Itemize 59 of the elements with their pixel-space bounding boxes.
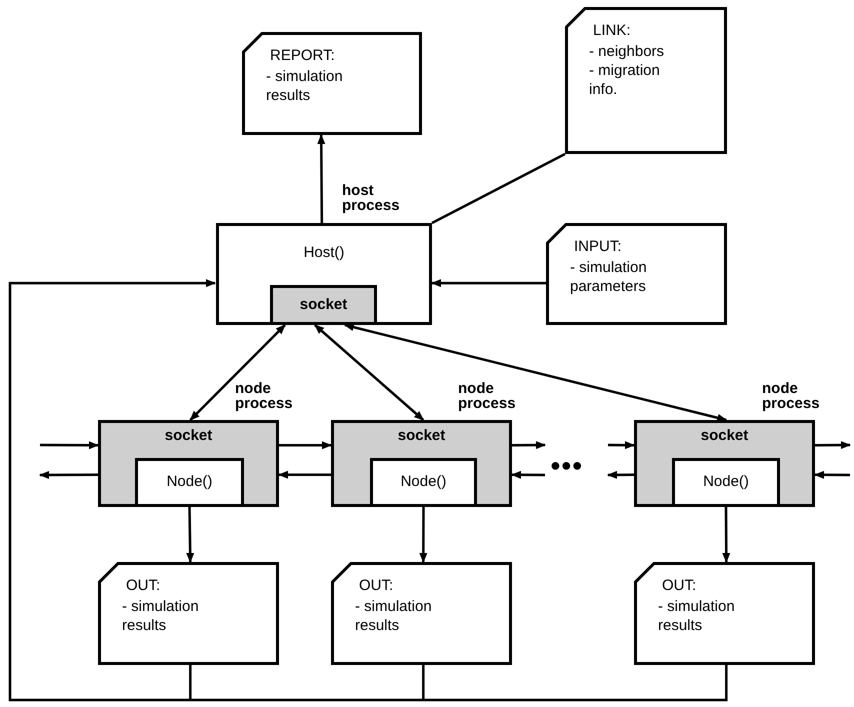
- note-heading: INPUT:: [574, 237, 623, 256]
- process-box: [672, 458, 780, 507]
- arrow: [512, 441, 546, 450]
- note-heading: OUT:: [662, 576, 698, 595]
- note-text: - simulation results: [266, 67, 344, 105]
- arrow: [722, 507, 730, 563]
- note-heading: OUT:: [359, 576, 394, 595]
- arrow: [815, 441, 851, 450]
- socket-label: socket: [164, 426, 214, 445]
- note-card: [565, 7, 727, 154]
- arrow: [511, 470, 545, 479]
- note-text: - simulation parameters: [570, 258, 648, 296]
- socket-box: [98, 420, 279, 507]
- socket-label: socket: [700, 426, 750, 445]
- process-box: [216, 223, 432, 325]
- socket-box: [331, 420, 512, 507]
- note-heading: OUT:: [126, 576, 162, 595]
- arrow: [344, 323, 728, 422]
- socket-box: [270, 285, 377, 325]
- socket-label: socket: [396, 426, 446, 445]
- function-name: Host(): [302, 243, 346, 262]
- note-text: - simulation results: [658, 597, 736, 635]
- process-label: node process: [235, 381, 294, 411]
- process-box: [135, 458, 244, 507]
- arrow: [278, 470, 331, 479]
- arrow: [607, 470, 634, 479]
- arrow: [431, 279, 546, 288]
- note-card: [242, 32, 422, 135]
- function-name: Node(): [400, 472, 448, 491]
- arrow: [419, 507, 428, 563]
- arrow: [317, 134, 326, 223]
- arrow: [39, 470, 98, 479]
- arrow: [189, 324, 286, 421]
- note-text: - simulation results: [122, 597, 200, 635]
- function-name: Node(): [702, 472, 750, 491]
- arrow: [8, 279, 728, 702]
- arrow: [40, 441, 99, 450]
- socket-label: socket: [298, 295, 348, 314]
- arrow: [608, 441, 635, 450]
- process-label: node process: [762, 381, 821, 411]
- connector-line: [431, 152, 566, 224]
- arrow: [314, 324, 424, 421]
- process-label: host process: [342, 183, 401, 213]
- arrow: [186, 506, 194, 563]
- note-text: - neighbors - migration info.: [589, 42, 666, 99]
- process-box: [370, 458, 477, 507]
- arrow: [814, 470, 850, 479]
- note-text: - simulation results: [355, 597, 433, 635]
- note-card: [546, 223, 727, 325]
- note-heading: LINK:: [593, 21, 632, 40]
- note-card: [98, 562, 279, 665]
- note-heading: REPORT:: [270, 46, 336, 65]
- socket-box: [634, 420, 815, 507]
- ellipsis-mark: ●●●: [550, 455, 583, 475]
- process-label: node process: [458, 381, 517, 411]
- note-card: [331, 562, 512, 665]
- note-card: [634, 562, 815, 665]
- arrow: [279, 441, 332, 450]
- function-name: Node(): [166, 472, 214, 491]
